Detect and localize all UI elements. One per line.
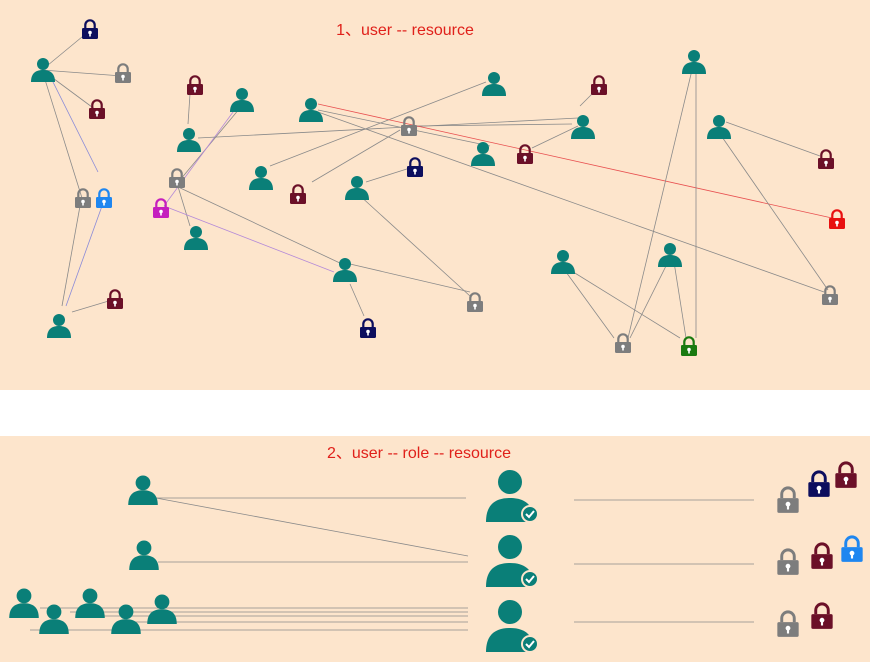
user-icon — [658, 243, 682, 267]
lock-icon — [517, 144, 533, 164]
lock-icon — [107, 289, 123, 309]
user-icon — [471, 142, 495, 166]
nodes — [9, 461, 863, 653]
user-icon — [111, 604, 141, 634]
lock-icon — [115, 63, 131, 83]
lock-icon — [169, 168, 185, 188]
lock-icon — [401, 116, 417, 136]
user-icon — [9, 588, 39, 618]
lock-icon — [811, 602, 833, 629]
lock-icon — [82, 19, 98, 39]
user-icon — [682, 50, 706, 74]
lock-icon — [829, 209, 845, 229]
user-icon — [47, 314, 71, 338]
user-icon — [39, 604, 69, 634]
user-resource-diagram — [31, 19, 845, 356]
nodes — [31, 19, 845, 356]
lock-icon — [841, 535, 863, 562]
lock-icon — [96, 188, 112, 208]
lock-icon — [89, 99, 105, 119]
role-icon — [485, 599, 539, 653]
lock-icon — [835, 461, 857, 488]
user-icon — [128, 475, 158, 505]
role-icon — [485, 534, 539, 588]
connection-lines — [30, 497, 754, 631]
user-icon — [707, 115, 731, 139]
user-icon — [249, 166, 273, 190]
connection-lines — [41, 31, 833, 339]
user-icon — [147, 594, 177, 624]
user-icon — [345, 176, 369, 200]
lock-icon — [591, 75, 607, 95]
user-icon — [129, 540, 159, 570]
lock-icon — [777, 548, 799, 575]
lock-icon — [811, 542, 833, 569]
lock-icon — [187, 75, 203, 95]
lock-icon — [360, 318, 376, 338]
lock-icon — [822, 285, 838, 305]
user-role-resource-panel: 2、user -- role -- resource — [0, 436, 870, 662]
lock-icon — [777, 610, 799, 637]
user-icon — [571, 115, 595, 139]
lock-icon — [407, 157, 423, 177]
section-2-title: 2、user -- role -- resource — [326, 445, 512, 462]
user-icon — [230, 88, 254, 112]
user-icon — [184, 226, 208, 250]
user-icon — [177, 128, 201, 152]
lock-icon — [681, 336, 697, 356]
user-icon — [75, 588, 105, 618]
lock-icon — [75, 188, 91, 208]
lock-icon — [777, 486, 799, 513]
section-1-title: 1、user -- resource — [336, 22, 474, 39]
user-role-resource-diagram — [9, 461, 863, 653]
lock-icon — [808, 470, 830, 497]
user-icon — [551, 250, 575, 274]
user-icon — [31, 58, 55, 82]
lock-icon — [153, 198, 169, 218]
user-icon — [482, 72, 506, 96]
lock-icon — [290, 184, 306, 204]
role-icon — [485, 469, 539, 523]
user-resource-panel: 1、user -- resource — [0, 0, 870, 390]
lock-icon — [818, 149, 834, 169]
